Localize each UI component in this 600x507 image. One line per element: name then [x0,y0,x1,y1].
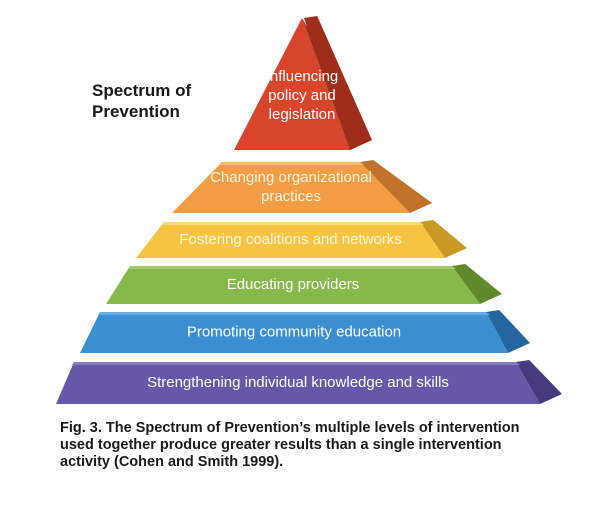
pyramid-layer-side [452,264,502,304]
pyramid-layer-top [72,362,520,365]
pyramid-layer-top [162,222,424,225]
pyramid-layer-front [136,222,445,258]
pyramid-layer-side [360,160,432,213]
pyramid-layer-front [80,312,508,353]
pyramid-layer-top [128,266,456,269]
pyramid-layer-side [486,310,530,353]
pyramid-layer-front [234,18,350,150]
pyramid-layer-top [98,312,490,315]
pyramid-layer-label: Strengthening individual knowledge and s… [147,374,449,391]
pyramid-layer-side [516,360,562,404]
figure-caption: Fig. 3. The Spectrum of Prevention’s mul… [60,420,520,470]
pyramid-layer-label: Influencing [266,68,339,85]
pyramid-layer-label: Educating providers [227,276,360,293]
pyramid-layer-top [220,162,364,165]
pyramid-layer-label: policy and [268,87,336,104]
pyramid-layer-side [420,220,467,258]
diagram-title: Spectrum of Prevention [92,81,192,121]
pyramid-layer-label: practices [261,188,321,205]
pyramid-layer-front [56,362,540,404]
pyramid-layer-label: Changing organizational [210,169,372,186]
pyramid-layer-label: Fostering coalitions and networks [179,231,402,248]
pyramid-layer-front [106,266,480,304]
pyramid-layer-side [302,18,372,150]
pyramid-layer-label: Promoting community education [187,323,401,340]
pyramid-layer-front [172,162,410,213]
pyramid-layer-label: legislation [269,106,336,123]
